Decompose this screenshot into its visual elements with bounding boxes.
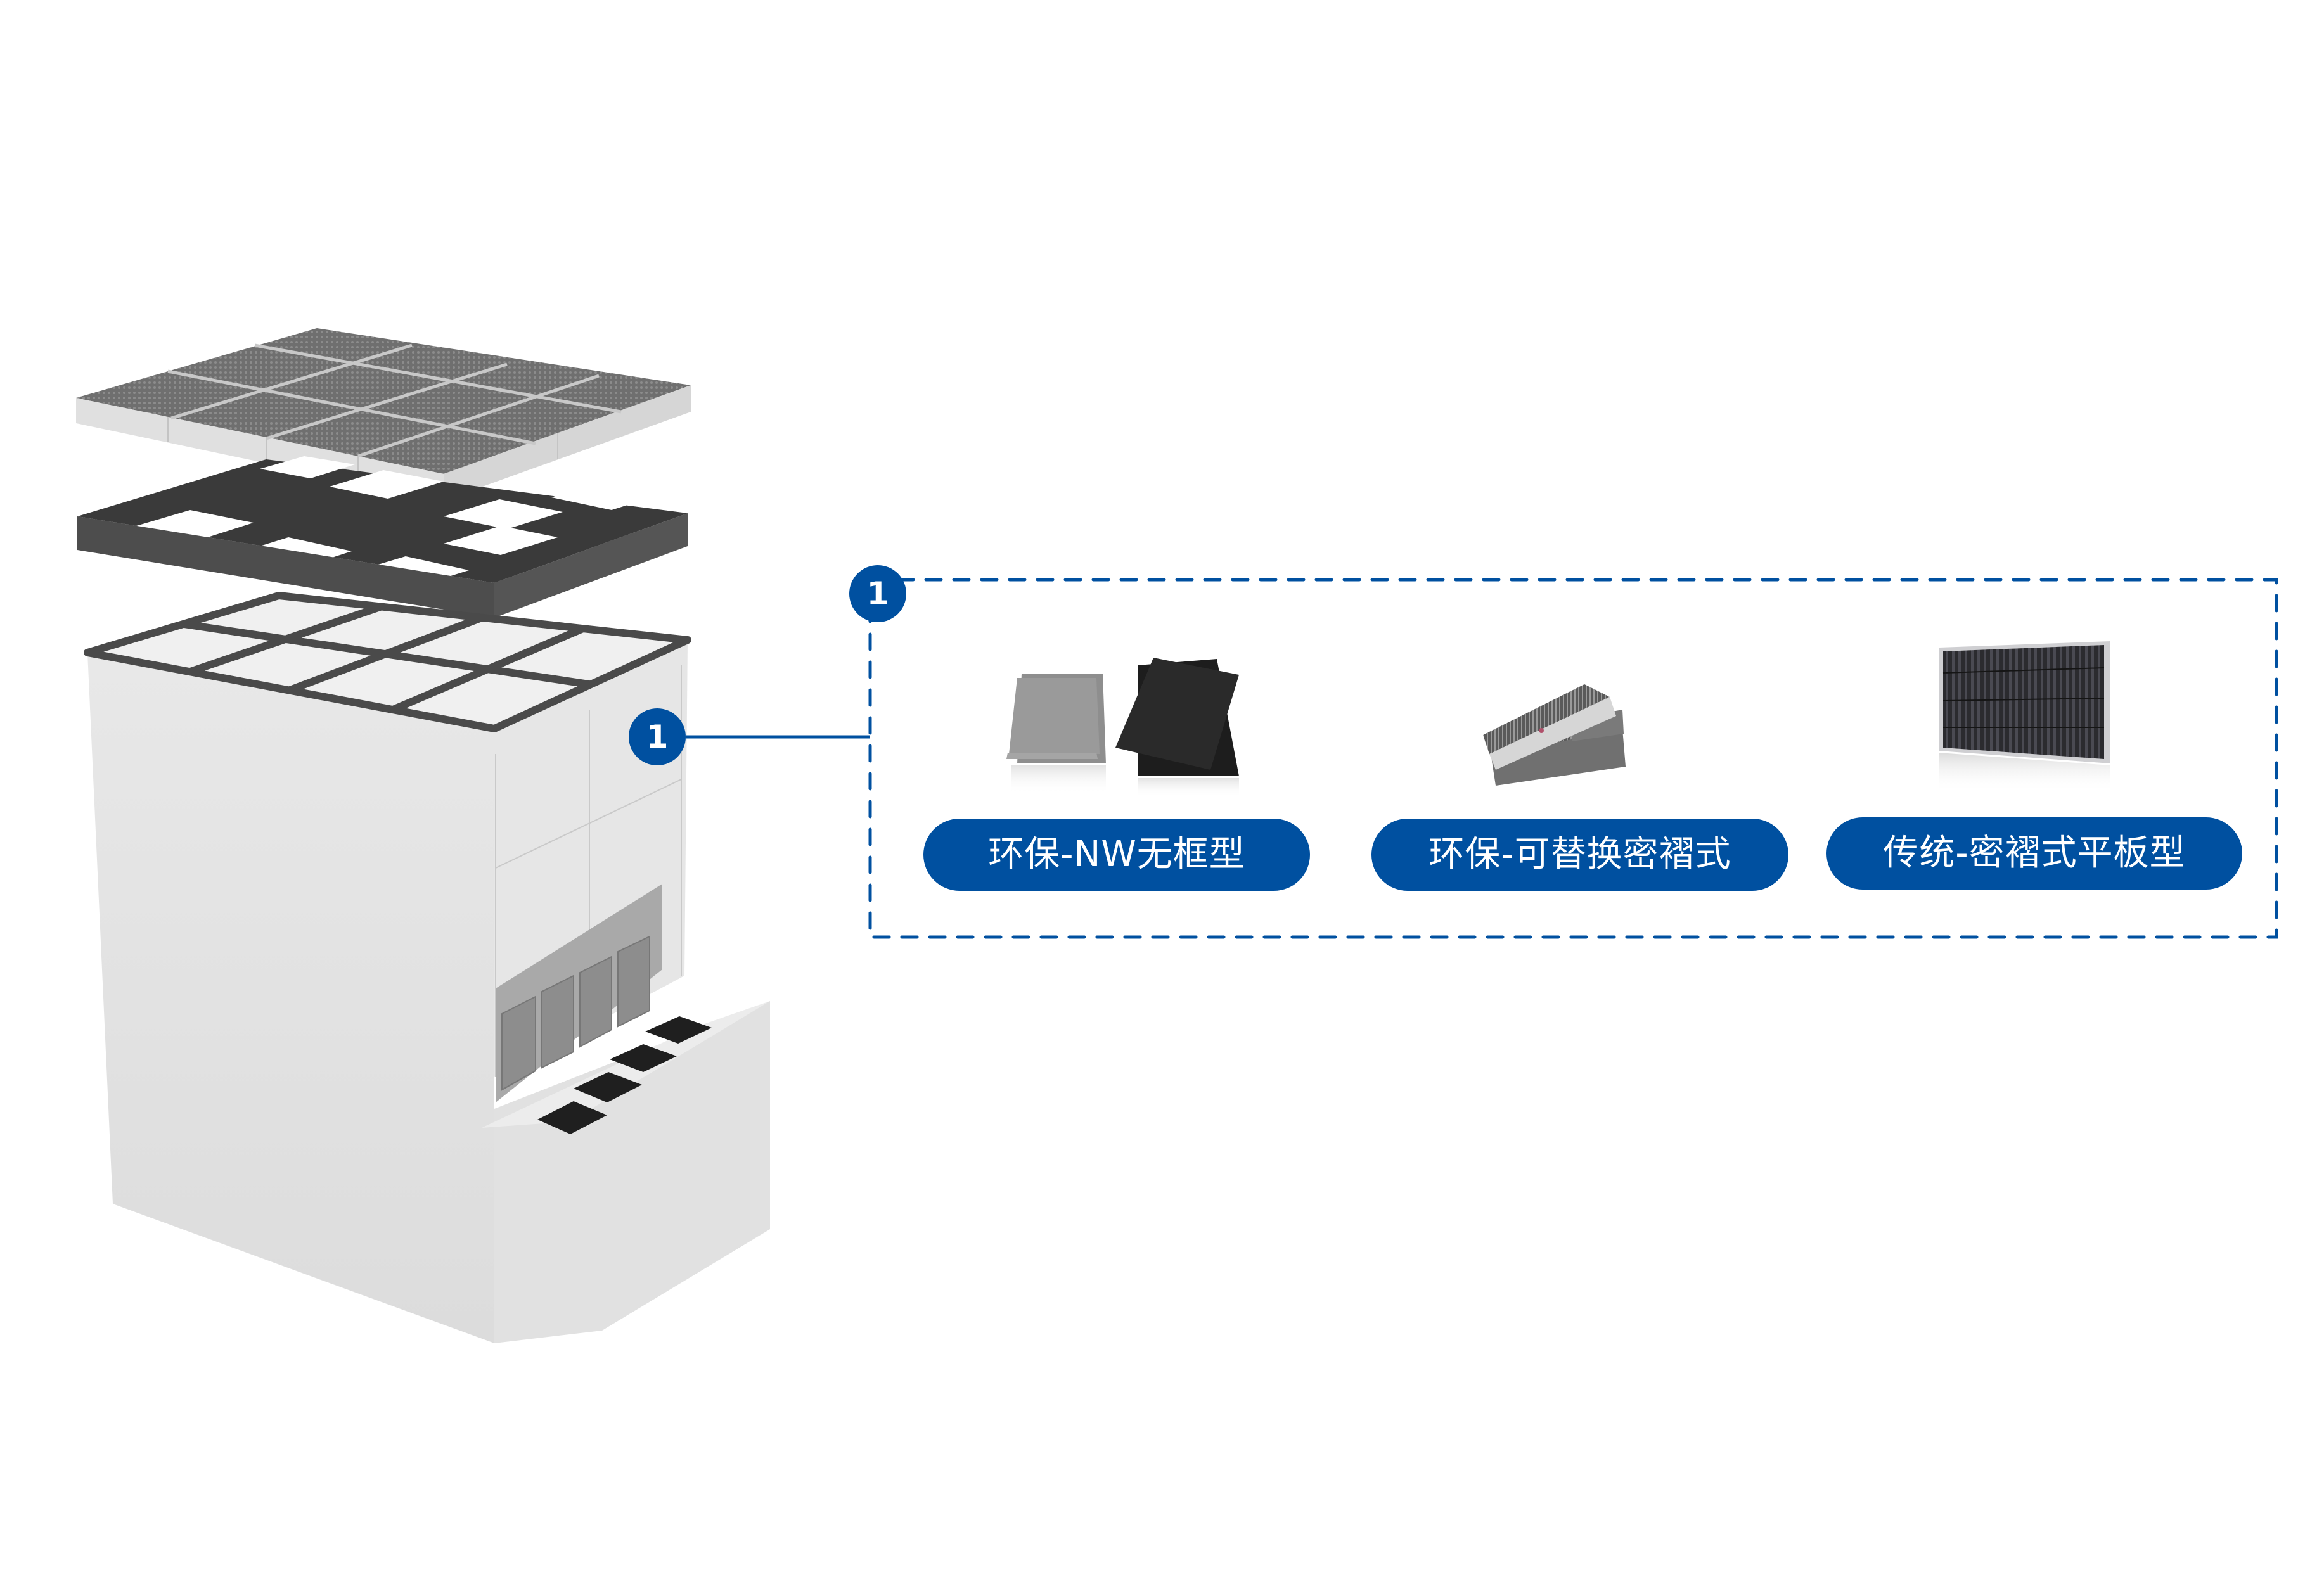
option-2-label[interactable]: 环保-可替换密褶式 [1371, 819, 1788, 891]
option-1-image[interactable] [989, 653, 1255, 798]
nonwoven-pads-icon [1006, 658, 1239, 797]
grid-frame [77, 456, 688, 618]
pleated-panel-icon [1939, 641, 2110, 792]
unit-marker-badge[interactable]: 1 [629, 708, 686, 765]
option-2-label-text: 环保-可替换密褶式 [1428, 834, 1731, 875]
pleated-cassette-icon [1483, 684, 1626, 786]
option-3-label-text: 传统-密褶式平板型 [1883, 833, 2186, 874]
option-3-image[interactable] [1927, 640, 2117, 792]
filter-unit-illustration [76, 328, 770, 1343]
callout-number: 1 [866, 575, 889, 612]
callout-number-badge: 1 [849, 565, 906, 622]
unit-marker-number: 1 [646, 719, 669, 755]
option-1-label-text: 环保-NW无框型 [988, 834, 1245, 875]
lower-filter-slots [496, 884, 662, 1102]
option-1-label[interactable]: 环保-NW无框型 [923, 819, 1310, 891]
cabinet-top-grid [84, 592, 691, 732]
base-step-vents [537, 1016, 712, 1134]
option-2-image[interactable] [1483, 659, 1660, 792]
option-3-label[interactable]: 传统-密褶式平板型 [1826, 817, 2242, 890]
